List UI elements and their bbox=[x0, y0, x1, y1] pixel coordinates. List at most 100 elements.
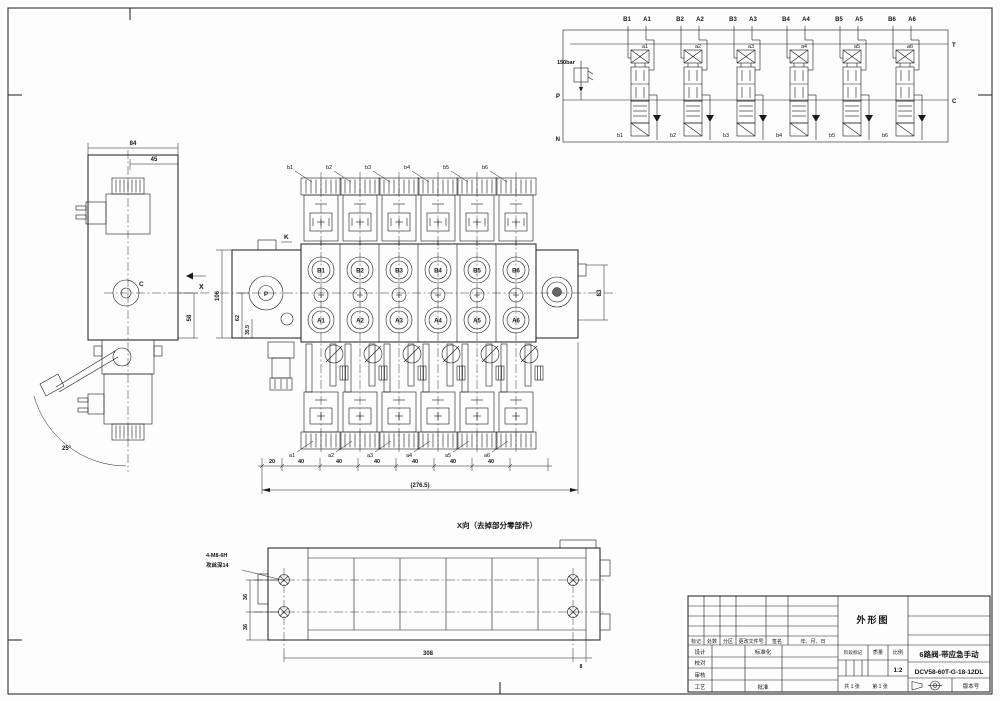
note-text: 攻丝深14 bbox=[206, 561, 230, 569]
relief-valve-symbol bbox=[573, 61, 594, 100]
side-view-dims bbox=[87, 143, 198, 339]
dim-label: 40 bbox=[374, 459, 380, 465]
drawing-view-name: 外形图 bbox=[855, 614, 889, 625]
port-label-c: C bbox=[952, 99, 957, 105]
work-section-5: b5 B5 A5 a5 bbox=[443, 165, 504, 459]
plan-dims bbox=[246, 579, 592, 662]
tb-row-label: 标准化 bbox=[755, 648, 772, 656]
overall-dimension bbox=[261, 342, 579, 494]
note-text: 4-M8-6H bbox=[206, 553, 227, 559]
coil-label: a2 bbox=[328, 453, 334, 459]
tb-row-label: 批准 bbox=[757, 683, 769, 691]
port-label: A5 bbox=[473, 319, 481, 325]
view-label: X bbox=[199, 284, 204, 291]
solenoid-label: a5 bbox=[854, 44, 860, 50]
solenoid-label: b1 bbox=[617, 133, 623, 139]
port-label: B2 bbox=[676, 17, 684, 23]
coil-label: b1 bbox=[287, 165, 293, 171]
coil-label: b3 bbox=[365, 165, 371, 171]
solenoid-label: a4 bbox=[801, 44, 807, 50]
front-view-left-dims bbox=[216, 249, 253, 339]
dim-label: 35.5 bbox=[245, 325, 251, 335]
tb-row-label: 审核 bbox=[694, 671, 706, 679]
port-label: A6 bbox=[908, 17, 916, 23]
port-label: A3 bbox=[749, 17, 757, 23]
drawing-number: DCV58-60T-G-18-12DL bbox=[915, 669, 984, 676]
view-arrow-x: X bbox=[186, 272, 206, 291]
solenoid-label: a2 bbox=[695, 44, 701, 50]
relief-adjuster bbox=[267, 341, 295, 391]
tb-header: 更改文件号 bbox=[738, 638, 763, 645]
dim-label: 36 bbox=[243, 594, 249, 600]
dim-label: 40 bbox=[298, 459, 304, 465]
tb-header: 签名 bbox=[772, 638, 782, 645]
version-label: 版本号 bbox=[963, 682, 980, 690]
solenoid-label: b3 bbox=[723, 133, 729, 139]
solenoid-label: b2 bbox=[670, 133, 676, 139]
coil-label: b6 bbox=[482, 165, 488, 171]
dim-label: 36 bbox=[243, 624, 249, 630]
port-label: A1 bbox=[643, 17, 651, 23]
coil-label: b4 bbox=[404, 165, 410, 171]
dim-label: 84 bbox=[130, 141, 137, 147]
label-circle-c: C bbox=[139, 281, 144, 288]
work-section-4: b4 B4 A4 a4 bbox=[404, 165, 465, 459]
dim-label: 83 bbox=[597, 289, 603, 296]
solenoid-label: a6 bbox=[907, 44, 913, 50]
port-label: B2 bbox=[356, 269, 364, 275]
work-section-1: b1 B1 A1 a1 bbox=[287, 165, 348, 459]
solenoid-label: b5 bbox=[829, 133, 835, 139]
port-label: A6 bbox=[512, 319, 520, 325]
tb-header: 处数 bbox=[707, 638, 717, 645]
tb-header: 年、月、日 bbox=[800, 638, 825, 645]
dim-label: (276.5) bbox=[410, 483, 429, 489]
plan-centerlines bbox=[254, 568, 606, 650]
drawing-frame bbox=[7, 7, 993, 695]
tb-row-label: 校对 bbox=[694, 659, 706, 667]
coil-label: a1 bbox=[289, 453, 295, 459]
dim-label: 40 bbox=[336, 459, 342, 465]
plan-view-title: X向（去掉部分零部件） bbox=[457, 520, 537, 530]
port-label: B3 bbox=[729, 17, 737, 23]
plan-view: X向（去掉部分零部件） 4-M8-6H 攻丝深14 36 bbox=[206, 520, 611, 670]
side-view: C X 84 45 58 25° bbox=[33, 141, 210, 472]
front-view: K P b1 B1 A1 a1 b2 B2 A2 a2 bbox=[215, 165, 616, 494]
port-label: B4 bbox=[782, 17, 790, 23]
port-label: B5 bbox=[473, 269, 481, 275]
tb-row-label: 设计 bbox=[694, 648, 706, 656]
port-label: B1 bbox=[623, 17, 631, 23]
port-label: B6 bbox=[888, 17, 896, 23]
tb-sheet-total: 共 1 张 bbox=[844, 683, 860, 690]
port-label-t: T bbox=[952, 43, 956, 49]
dim-label: 62 bbox=[235, 315, 241, 321]
port-label: B3 bbox=[395, 269, 403, 275]
dim-angle-label: 25° bbox=[62, 446, 72, 452]
port-label: A5 bbox=[855, 17, 863, 23]
tb-header: 标记 bbox=[691, 638, 701, 645]
schematic-valve-5: B5 A5 a5 b5 bbox=[829, 17, 874, 141]
dim-label: 58 bbox=[187, 314, 193, 321]
tb-scale-label: 比例 bbox=[893, 649, 903, 656]
port-label: A2 bbox=[696, 17, 704, 23]
product-name: 6路阀-带应急手动 bbox=[919, 649, 979, 659]
solenoid-label: b6 bbox=[882, 133, 888, 139]
schematic-valve-2: B2 A2 a2 b2 bbox=[670, 17, 715, 141]
coil-label: a6 bbox=[484, 453, 490, 459]
tb-sheet-index: 第 1 张 bbox=[872, 683, 888, 690]
schematic-valve-1: B1 A1 a1 b1 bbox=[617, 17, 662, 141]
dim-label: 106 bbox=[215, 290, 221, 301]
port-label: A3 bbox=[395, 319, 403, 325]
solenoid-label: b4 bbox=[776, 133, 782, 139]
plan-outline bbox=[257, 539, 611, 641]
section-dividers bbox=[339, 244, 497, 342]
work-section-2: b2 B2 A2 a2 bbox=[326, 165, 387, 459]
tb-mass-label: 质量 bbox=[873, 649, 883, 656]
schematic-valve-6: B6 A6 a6 b6 bbox=[882, 17, 927, 141]
tb-stage-label: 阶段标记 bbox=[844, 649, 863, 656]
tb-header: 分区 bbox=[723, 638, 733, 645]
port-label: A2 bbox=[356, 319, 364, 325]
port-label-n: N bbox=[556, 137, 560, 143]
dim-label: 40 bbox=[450, 459, 456, 465]
schematic-valve-4: B4 A4 a4 b4 bbox=[776, 17, 821, 141]
